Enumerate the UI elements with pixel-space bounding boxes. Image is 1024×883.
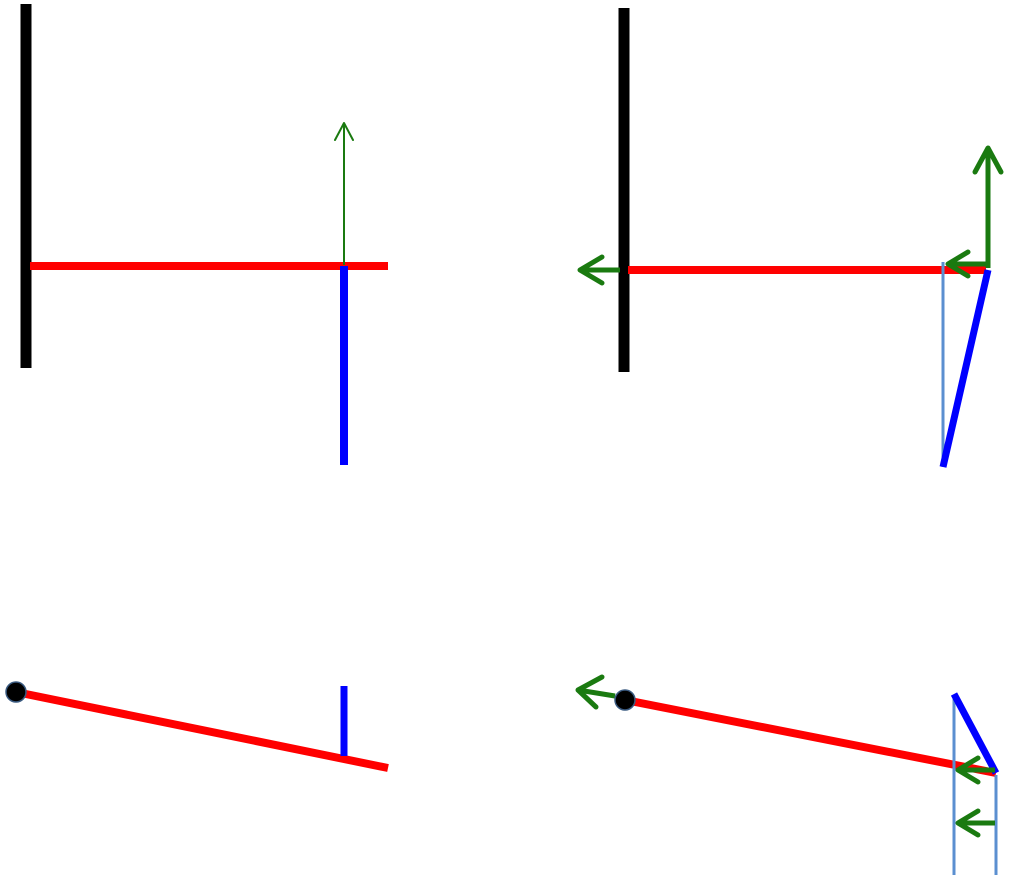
green-arrow-left-wall xyxy=(577,254,620,286)
green-arrow-left-tip-upper xyxy=(955,755,995,785)
tilted-blue-rod xyxy=(950,692,1000,775)
green-arrow-left-pivot xyxy=(575,674,616,710)
panel-bottom-left xyxy=(5,681,389,772)
sloped-red-bar xyxy=(624,696,997,777)
panel-bottom-right xyxy=(575,674,1000,875)
arrow-shaft xyxy=(577,687,616,699)
arrow-head xyxy=(575,674,605,710)
arrow-head xyxy=(955,808,981,838)
pivot-icon xyxy=(614,689,636,711)
sloped-red-bar xyxy=(15,688,389,772)
tilted-blue-rod xyxy=(939,269,992,468)
pivot-icon xyxy=(5,681,27,703)
arrow-head xyxy=(334,122,354,141)
green-arrow-up xyxy=(972,145,1004,268)
arrow-head xyxy=(577,254,605,286)
green-arrow-left-tip xyxy=(945,249,986,279)
green-arrow-left-tip-lower xyxy=(955,808,995,838)
arrow-head xyxy=(972,145,1004,175)
arrow-head xyxy=(945,249,971,279)
arrow-head xyxy=(955,755,981,785)
panel-top-right xyxy=(577,8,1004,468)
panel-top-left xyxy=(20,4,388,465)
thin-green-arrow-up xyxy=(334,122,354,265)
